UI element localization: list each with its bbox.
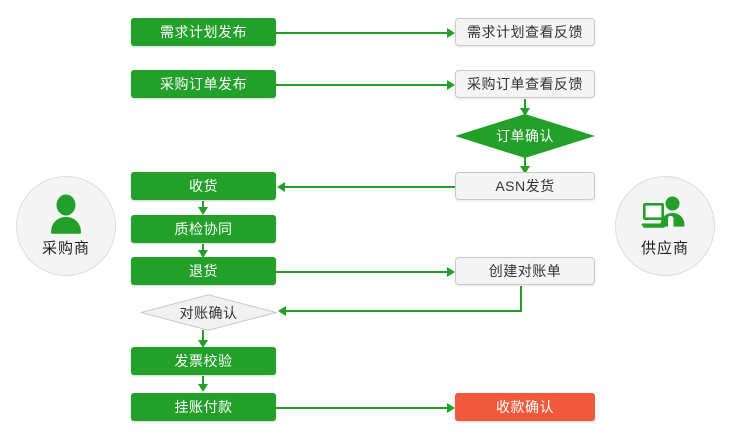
arrowhead-asn-to-goods-receipt (277, 182, 285, 192)
arrowhead-statement-confirm-to-invoice (198, 340, 208, 348)
node-label: 收款确认 (496, 399, 554, 415)
arrowhead-po-to-feedback (447, 80, 455, 90)
node-statement-confirm[interactable]: 对账确认 (140, 294, 277, 331)
node-goods-receipt[interactable]: 收货 (131, 172, 276, 200)
edge-po-to-feedback (275, 84, 449, 86)
edge-invoice-to-payment (202, 376, 204, 386)
node-label: 需求计划查看反馈 (467, 24, 583, 40)
arrowhead-goods-receipt-to-quality (198, 207, 208, 215)
node-label: 创建对账单 (488, 263, 562, 279)
edge-payment-to-receipt-confirm (275, 407, 449, 409)
node-po-feedback[interactable]: 采购订单查看反馈 (455, 70, 595, 98)
node-label: 质检协同 (174, 221, 233, 237)
node-payment-posting[interactable]: 挂账付款 (131, 393, 276, 421)
arrowhead-quality-to-return (198, 250, 208, 258)
actor-buyer[interactable]: 采购商 (16, 176, 116, 276)
actor-label: 供应商 (640, 240, 689, 257)
node-label: 采购订单发布 (160, 76, 247, 92)
arrowhead-invoice-to-payment (198, 384, 208, 392)
diamond-shape (140, 294, 277, 331)
arrowhead-po-feedback-to-order-confirm (520, 108, 530, 116)
node-label: 挂账付款 (174, 399, 233, 415)
arrowhead-create-statement-to-statement-confirm (278, 306, 286, 316)
arrowhead-payment-to-receipt-confirm (447, 403, 455, 413)
arrowhead-order-confirm-to-asn (520, 166, 530, 174)
edge-po-feedback-to-order-confirm (524, 99, 526, 112)
edge-asn-to-goods-receipt (285, 186, 455, 188)
node-demand-plan-feedback[interactable]: 需求计划查看反馈 (455, 18, 595, 46)
node-label: 对账确认 (179, 304, 238, 321)
diamond-shape (455, 114, 595, 158)
node-label: ASN发货 (495, 178, 555, 194)
person-at-computer-icon (641, 196, 685, 228)
node-receipt-confirm[interactable]: 收款确认 (455, 393, 595, 421)
node-label: 退货 (189, 263, 218, 279)
node-label: 订单确认 (496, 128, 554, 144)
actor-label: 采购商 (41, 240, 90, 257)
edge-goods-receipt-to-quality (202, 201, 204, 209)
node-label: 发票校验 (174, 353, 233, 369)
actor-supplier[interactable]: 供应商 (615, 176, 715, 276)
person-icon (51, 194, 81, 234)
edge-return-to-create-statement (275, 271, 449, 273)
node-return-goods[interactable]: 退货 (131, 257, 276, 285)
arrowhead-demand-plan-to-feedback (447, 28, 455, 38)
node-label: 收货 (189, 178, 218, 194)
node-label: 需求计划发布 (160, 24, 247, 40)
node-asn-shipment[interactable]: ASN发货 (455, 172, 595, 200)
node-invoice-check[interactable]: 发票校验 (131, 347, 276, 375)
edge-order-confirm-to-asn (524, 157, 526, 171)
node-order-confirm[interactable]: 订单确认 (455, 114, 595, 158)
node-label: 采购订单查看反馈 (467, 76, 583, 92)
edge-create-statement-to-statement-confirm (286, 310, 522, 312)
node-create-statement[interactable]: 创建对账单 (455, 257, 595, 285)
edge-statement-confirm-to-invoice (202, 330, 204, 342)
edge-create-statement-down (520, 286, 522, 312)
edge-demand-plan-to-feedback (275, 32, 449, 34)
node-demand-plan-publish[interactable]: 需求计划发布 (131, 18, 276, 46)
node-po-publish[interactable]: 采购订单发布 (131, 70, 276, 98)
node-quality-collaboration[interactable]: 质检协同 (131, 215, 276, 243)
arrowhead-return-to-create-statement (447, 267, 455, 277)
edge-quality-to-return (202, 244, 204, 252)
